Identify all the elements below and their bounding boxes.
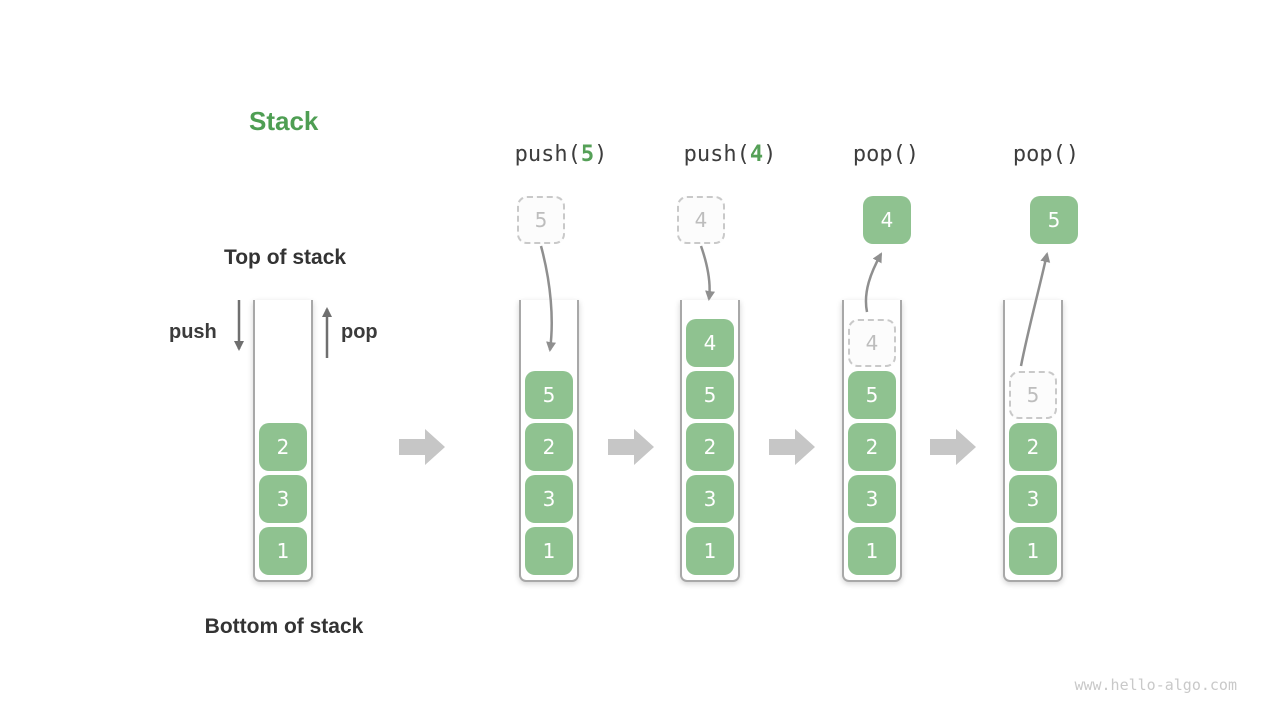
stack-element: 4 xyxy=(686,319,734,367)
bottom-of-stack-label: Bottom of stack xyxy=(204,615,364,638)
op-suffix: ) xyxy=(594,142,608,167)
op-arg: 5 xyxy=(580,142,595,167)
stack-element-ghost: 4 xyxy=(848,319,896,367)
op-prefix: pop() xyxy=(852,142,920,167)
op-label-push-4: push(4) xyxy=(684,142,777,167)
op-arg: 4 xyxy=(749,142,764,167)
stack-element: 1 xyxy=(1009,527,1057,575)
top-of-stack-label: Top of stack xyxy=(223,246,347,269)
popped-element: 4 xyxy=(863,196,911,244)
incoming-element-ghost: 5 xyxy=(517,196,565,244)
stack-element: 3 xyxy=(1009,475,1057,523)
stack-element: 5 xyxy=(848,371,896,419)
op-prefix: push( xyxy=(683,142,750,167)
op-prefix: push( xyxy=(514,142,581,167)
stack-element: 1 xyxy=(686,527,734,575)
stack-element: 2 xyxy=(686,423,734,471)
diagram-title: Stack xyxy=(249,106,319,136)
push-4-curved-arrow-icon xyxy=(699,245,716,301)
op-label-pop-2: pop() xyxy=(1013,142,1079,167)
stack-element: 2 xyxy=(848,423,896,471)
op-suffix: ) xyxy=(763,142,777,167)
op-prefix: pop() xyxy=(1012,142,1080,167)
stack-element: 1 xyxy=(848,527,896,575)
step-arrow-icon xyxy=(769,429,815,465)
stack-element: 3 xyxy=(259,475,307,523)
step-arrow-icon xyxy=(399,429,445,465)
stack-element: 3 xyxy=(848,475,896,523)
stack-element: 1 xyxy=(259,527,307,575)
stack-element: 1 xyxy=(525,527,573,575)
incoming-element-ghost: 4 xyxy=(677,196,725,244)
stack-element-ghost: 5 xyxy=(1009,371,1057,419)
watermark: www.hello-algo.com xyxy=(1074,676,1237,694)
popped-element: 5 xyxy=(1030,196,1078,244)
stack-element: 3 xyxy=(686,475,734,523)
stack-element: 5 xyxy=(525,371,573,419)
pop-label: pop xyxy=(341,321,378,343)
op-label-push-5: push(5) xyxy=(515,142,608,167)
step-arrow-icon xyxy=(608,429,654,465)
stack-element: 2 xyxy=(1009,423,1057,471)
push-label: push xyxy=(169,321,217,343)
step-arrow-icon xyxy=(930,429,976,465)
stack-element: 3 xyxy=(525,475,573,523)
stack-element: 2 xyxy=(525,423,573,471)
stack-element: 5 xyxy=(686,371,734,419)
stack-element: 2 xyxy=(259,423,307,471)
op-label-pop-1: pop() xyxy=(853,142,919,167)
